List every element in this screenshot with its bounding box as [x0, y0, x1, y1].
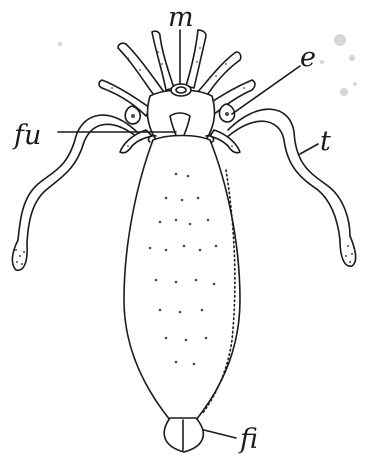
label-t: t	[320, 126, 331, 157]
label-e: e	[300, 42, 316, 73]
label-fu: fu	[12, 120, 41, 151]
label-m: m	[168, 2, 194, 33]
long-tentacle-right	[224, 109, 356, 266]
label-fi: fi	[238, 424, 258, 455]
fins	[164, 418, 203, 452]
leader-t	[300, 144, 318, 154]
mantle	[124, 136, 240, 421]
mouth-ring	[171, 84, 191, 96]
leader-fi	[204, 430, 236, 438]
